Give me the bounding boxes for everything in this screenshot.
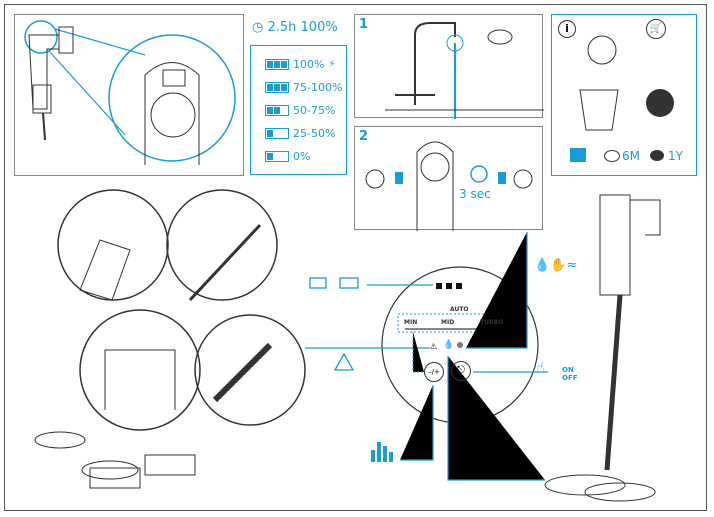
brush-roll-icon <box>457 342 463 348</box>
step-number: 1 <box>359 17 369 32</box>
battery-empty-blinking-icon <box>265 151 289 162</box>
charge-time-label: 2.5h 100% <box>267 20 338 35</box>
battery-3-bars-icon <box>265 82 289 93</box>
battery-level-label: 25-50% <box>293 127 336 140</box>
shopping-cart-icon: 🛒 <box>646 19 666 39</box>
mode-mid-label[interactable]: MID <box>441 319 455 326</box>
mode-turbo-label[interactable]: TURBO <box>480 319 504 326</box>
power-button[interactable]: ⎋ <box>451 361 471 381</box>
charging-bolt-icon: ⚡ <box>328 59 336 70</box>
battery-full-blinking-charging-icon <box>265 59 289 70</box>
battery-level-row: 75-100% <box>265 81 342 94</box>
self-clean-illustration <box>365 141 533 231</box>
battery-level-label: 50-75% <box>293 104 336 117</box>
water-drop-icon: 💧 <box>443 340 455 350</box>
step-number: 2 <box>359 129 369 144</box>
warning-icon: ⚠ <box>430 342 438 351</box>
info-icon: i <box>558 20 576 38</box>
minus-plus-button[interactable]: –/+ <box>424 362 444 382</box>
mode-min-label[interactable]: MIN <box>404 319 418 326</box>
clock-icon: ◷ <box>252 20 264 35</box>
battery-level-label: 75-100% <box>293 81 343 94</box>
charge-time: ◷ 2.5h 100% <box>252 20 338 35</box>
water-hand-suction-icons: 💧✋≈ <box>534 258 578 273</box>
self-clean-duration: 3 sec <box>459 187 491 201</box>
filter-interval: 6M <box>622 149 640 163</box>
sponge-icon <box>650 150 664 161</box>
calendar-icon <box>570 148 586 162</box>
battery-level-label: 0% <box>293 150 311 163</box>
page-border <box>4 4 707 511</box>
vacuum-display-illustration <box>24 20 236 165</box>
battery-1-bar-icon <box>265 128 289 139</box>
filter-maintenance-illustration <box>579 35 674 131</box>
battery-level-row: 25-50% <box>265 127 335 140</box>
battery-level-row: 50-75% <box>265 104 335 117</box>
sponge-interval: 1Y <box>668 149 683 163</box>
battery-levels-panel: 100%⚡ 75-100% 50-75% 25-50% 0% <box>250 45 347 175</box>
filter-icon <box>604 150 620 162</box>
battery-level-label: 100% <box>293 58 325 71</box>
step-1-panel: 1 <box>354 14 544 119</box>
battery-level-row: 100%⚡ <box>265 58 335 71</box>
hand-tap-icon: ☝ <box>536 360 545 376</box>
vacuum-display-panel <box>14 14 244 176</box>
maintenance-panel: i 🛒 6M 1Y <box>551 14 697 176</box>
mode-auto-label: AUTO <box>450 306 469 313</box>
battery-level-row: 0% <box>265 150 310 163</box>
step-2-panel: 2 3 sec <box>354 126 543 231</box>
battery-2-bars-icon <box>265 105 289 116</box>
rinse-filter-illustration <box>385 22 544 119</box>
